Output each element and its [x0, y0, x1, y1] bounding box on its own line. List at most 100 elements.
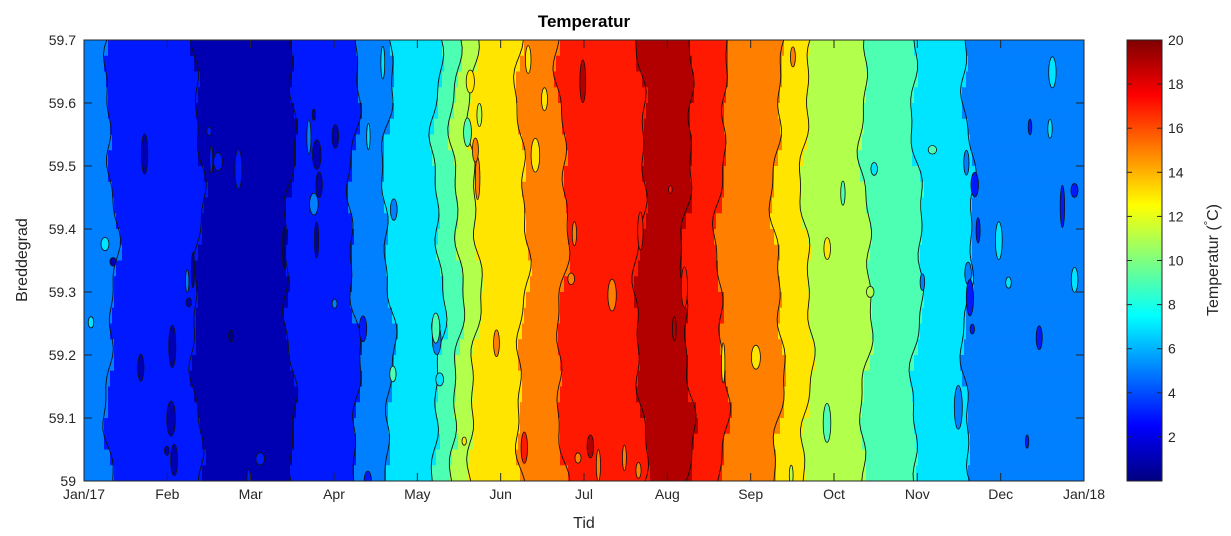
temperature-band-cell: [436, 244, 457, 262]
temperature-band-cell: [682, 244, 717, 262]
temperature-band-cell: [122, 244, 199, 262]
temperature-band-cell: [516, 87, 559, 104]
temperature-band-cell: [916, 433, 971, 451]
temperature-band-cell: [636, 55, 693, 73]
temperature-band-cell: [966, 40, 1084, 57]
temperature-band-cell: [444, 292, 465, 309]
temperature-band-cell: [358, 55, 395, 73]
temperature-band-cell: [390, 118, 435, 136]
x-tick-label: Oct: [823, 486, 845, 502]
temperature-band-cell: [864, 386, 913, 403]
temperature-band-cell: [392, 370, 439, 388]
temperature-band-cell: [360, 386, 393, 403]
temperature-band-cell: [968, 386, 1084, 403]
contour-blob: [919, 273, 926, 291]
temperature-band-cell: [524, 40, 561, 57]
temperature-band-cell: [682, 229, 715, 246]
temperature-band-cell: [348, 197, 385, 214]
temperature-band-cell: [84, 166, 109, 183]
x-tick-label: Jan/18: [1063, 486, 1105, 502]
temperature-band-cell: [726, 370, 787, 388]
temperature-band-cell: [962, 103, 1084, 120]
temperature-band-cell: [110, 118, 199, 136]
temperature-band-cell: [564, 181, 647, 199]
temperature-band-cell: [196, 103, 295, 120]
temperature-band-cell: [688, 307, 725, 325]
temperature-band-cell: [804, 449, 867, 466]
temperature-band-cell: [970, 134, 1084, 151]
temperature-band-cell: [870, 276, 925, 293]
temperature-band-cell: [976, 181, 1084, 199]
temperature-band-cell: [436, 166, 457, 183]
temperature-band-cell: [784, 402, 811, 419]
temperature-band-cell: [802, 181, 867, 199]
temperature-band-cell: [358, 87, 393, 104]
colorbar-tick-label: 16: [1168, 120, 1184, 136]
temperature-band-cell: [724, 292, 783, 309]
temperature-band-cell: [484, 276, 531, 293]
temperature-band-cell: [360, 323, 399, 340]
temperature-band-cell: [806, 465, 867, 481]
temperature-band-cell: [474, 433, 519, 451]
temperature-band-cell: [104, 55, 195, 73]
temperature-band-cell: [84, 418, 105, 435]
temperature-band-cell: [390, 449, 437, 466]
temperature-band-cell: [640, 244, 683, 262]
contour-blob: [969, 323, 975, 335]
temperature-band-cell: [728, 386, 785, 403]
temperature-band-cell: [868, 260, 921, 277]
temperature-band-cell: [972, 244, 1084, 262]
contour-blob: [586, 434, 595, 459]
temperature-band-cell: [84, 118, 111, 136]
temperature-band-cell: [116, 213, 203, 230]
contour-blob: [476, 103, 483, 127]
temperature-band-cell: [108, 386, 195, 403]
temperature-band-cell: [454, 402, 473, 419]
temperature-band-cell: [648, 197, 693, 214]
temperature-band-cell: [356, 449, 391, 466]
x-axis-title: Tid: [573, 515, 595, 532]
y-tick-label: 59: [60, 473, 76, 489]
temperature-band-cell: [920, 323, 967, 340]
temperature-band-cell: [386, 465, 433, 481]
colorbar-tick-label: 6: [1168, 341, 1176, 357]
temperature-band-cell: [84, 134, 113, 151]
contour-blob: [1059, 184, 1066, 228]
temperature-band-cell: [522, 181, 565, 199]
temperature-band-cell: [114, 465, 203, 481]
temperature-band-cell: [648, 87, 695, 104]
temperature-band-cell: [774, 181, 803, 199]
temperature-band-cell: [530, 276, 565, 293]
contour-blob: [493, 329, 500, 357]
temperature-band-cell: [774, 229, 809, 246]
temperature-band-cell: [354, 229, 389, 246]
temperature-band-cell: [482, 307, 525, 325]
temperature-band-cell: [456, 370, 475, 388]
temperature-band-cell: [384, 150, 433, 167]
temperature-band-cell: [384, 134, 431, 151]
temperature-band-cell: [688, 370, 727, 388]
temperature-band-cell: [456, 386, 475, 403]
contour-blob: [595, 449, 601, 481]
temperature-band-cell: [480, 40, 525, 57]
temperature-band-cell: [726, 134, 783, 151]
temperature-band-cell: [722, 197, 773, 214]
temperature-band-cell: [292, 71, 359, 88]
temperature-band-cell: [872, 229, 923, 246]
x-tick-label: Feb: [155, 486, 179, 502]
temperature-band-cell: [438, 418, 457, 435]
temperature-band-cell: [914, 355, 961, 372]
temperature-band-cell: [804, 150, 859, 167]
temperature-band-cell: [198, 244, 287, 262]
temperature-band-cell: [808, 229, 873, 246]
temperature-band-cell: [812, 244, 871, 262]
temperature-band-cell: [84, 150, 109, 167]
temperature-band-cell: [780, 418, 805, 435]
plot-area: [84, 40, 1084, 481]
temperature-band-cell: [868, 71, 919, 88]
temperature-band-cell: [454, 103, 471, 120]
temperature-band-cell: [84, 213, 117, 230]
temperature-band-cell: [290, 355, 361, 372]
temperature-band-cell: [560, 40, 637, 57]
